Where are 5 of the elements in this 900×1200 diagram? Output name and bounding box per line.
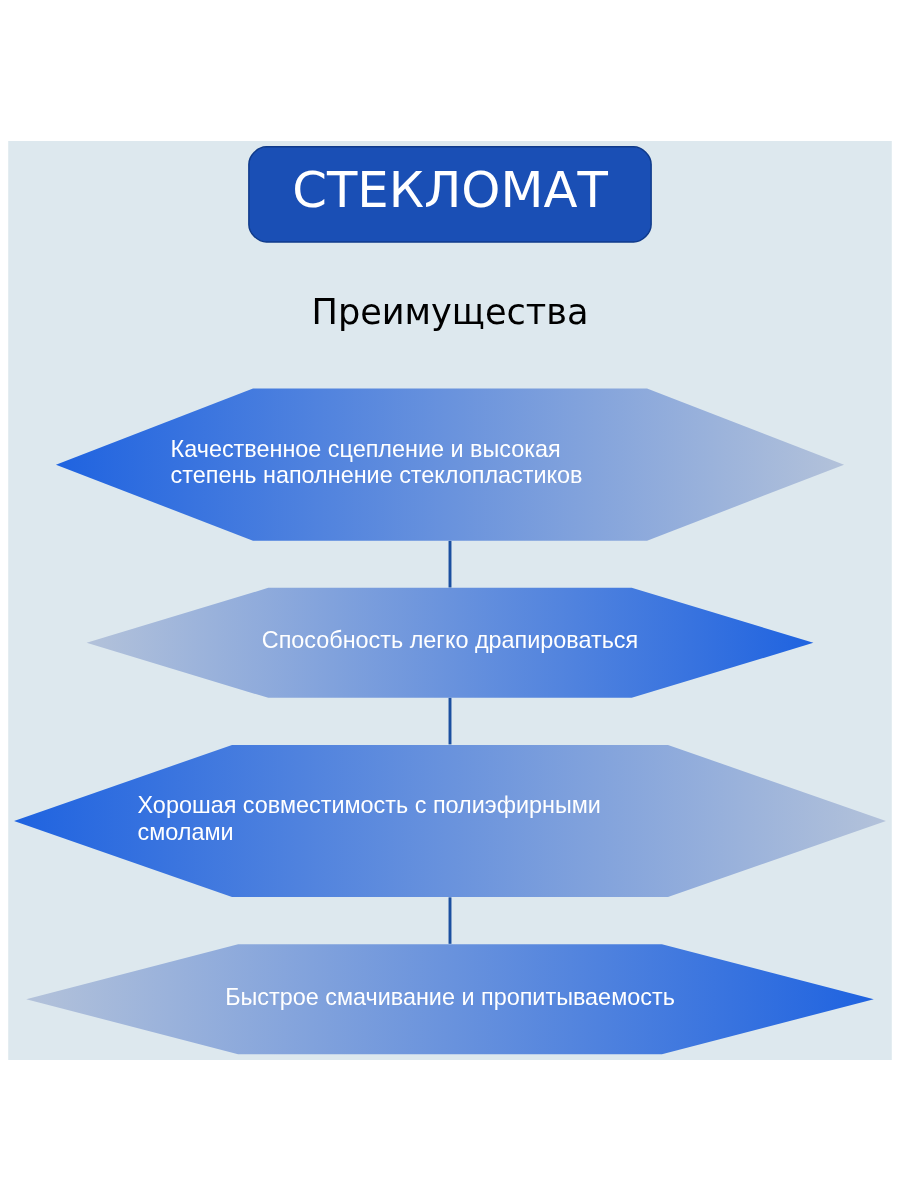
connector xyxy=(448,896,452,944)
label: Преимущества xyxy=(311,290,589,332)
node-box: СТЕКЛОМАТ xyxy=(248,145,652,243)
connector xyxy=(448,540,452,587)
connector xyxy=(448,697,452,744)
